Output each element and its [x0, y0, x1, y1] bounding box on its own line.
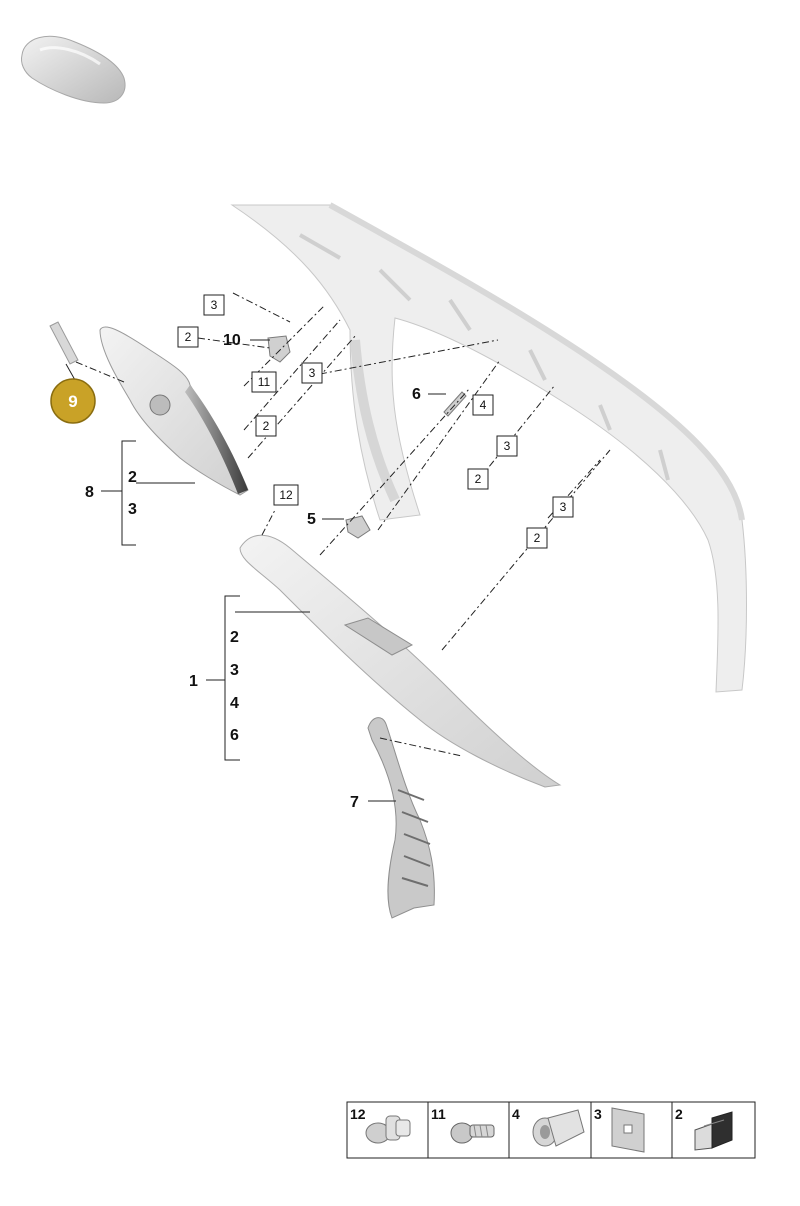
svg-text:4: 4 [512, 1106, 520, 1122]
callout-6: 6 [412, 386, 421, 403]
boxed-callout-2[interactable]: 2 [526, 527, 548, 549]
svg-text:11: 11 [431, 1106, 446, 1122]
sensor-strip [49, 321, 79, 365]
svg-text:3: 3 [594, 1106, 602, 1122]
callout-7: 7 [350, 794, 359, 811]
boxed-callout-2[interactable]: 2 [177, 326, 199, 348]
body-frame [230, 202, 747, 693]
boxed-callout-3[interactable]: 3 [203, 294, 225, 316]
screw-icon [450, 1122, 495, 1144]
svg-text:12: 12 [350, 1106, 366, 1122]
boxed-callout-3[interactable]: 3 [301, 362, 323, 384]
callout-8: 8 [85, 484, 94, 501]
boxed-callout-2[interactable]: 2 [255, 415, 277, 437]
svg-text:12: 12 [279, 488, 293, 502]
svg-text:2: 2 [475, 472, 482, 486]
pillar-bracket [367, 717, 435, 919]
boxed-callout-3[interactable]: 3 [496, 435, 518, 457]
callout-1: 1 [189, 673, 198, 690]
boxed-callout-3[interactable]: 3 [552, 496, 574, 518]
callout-10: 10 [223, 332, 241, 349]
boxed-callout-11[interactable]: 11 [251, 371, 277, 393]
svg-text:2: 2 [263, 419, 270, 433]
fastener-legend: 12 11 4 3 [346, 1101, 756, 1159]
group1-item: 6 [230, 727, 239, 744]
group1-item: 3 [230, 662, 239, 679]
push-rivet-icon [365, 1115, 411, 1144]
boxed-callout-12[interactable]: 12 [273, 484, 299, 506]
svg-text:4: 4 [480, 398, 487, 412]
svg-text:2: 2 [185, 330, 192, 344]
leader-lines [65, 339, 446, 802]
svg-text:11: 11 [258, 375, 271, 389]
legend-cell-4[interactable]: 4 [512, 1106, 585, 1147]
car-thumbnail-icon [21, 35, 126, 104]
expansion-nut-icon [532, 1109, 585, 1147]
upper-trim-panel [99, 326, 249, 496]
svg-text:3: 3 [560, 500, 567, 514]
group1-item: 2 [230, 629, 239, 646]
legend-cell-11[interactable]: 11 [431, 1106, 495, 1144]
legend-cell-2[interactable]: 2 [675, 1106, 733, 1151]
a-pillar-trim [239, 534, 562, 788]
clip-10 [267, 335, 291, 363]
callout-5: 5 [307, 511, 316, 528]
callout-9: 9 [68, 392, 77, 411]
callout-9-badge[interactable]: 9 [50, 378, 96, 424]
clip-icon [694, 1111, 733, 1151]
svg-text:2: 2 [534, 531, 541, 545]
svg-text:3: 3 [504, 439, 511, 453]
group1-item: 4 [230, 695, 239, 712]
svg-text:3: 3 [211, 298, 218, 312]
group8-item: 2 [128, 469, 137, 486]
legend-cell-3[interactable]: 3 [594, 1106, 645, 1153]
boxed-callout-2[interactable]: 2 [467, 468, 489, 490]
group8-item: 3 [128, 501, 137, 518]
svg-text:2: 2 [675, 1106, 683, 1122]
clip-5 [345, 515, 371, 539]
svg-text:3: 3 [309, 366, 316, 380]
foam-pad-icon [611, 1107, 645, 1153]
legend-cell-12[interactable]: 12 [350, 1106, 411, 1144]
boxed-callout-4[interactable]: 4 [472, 394, 494, 416]
